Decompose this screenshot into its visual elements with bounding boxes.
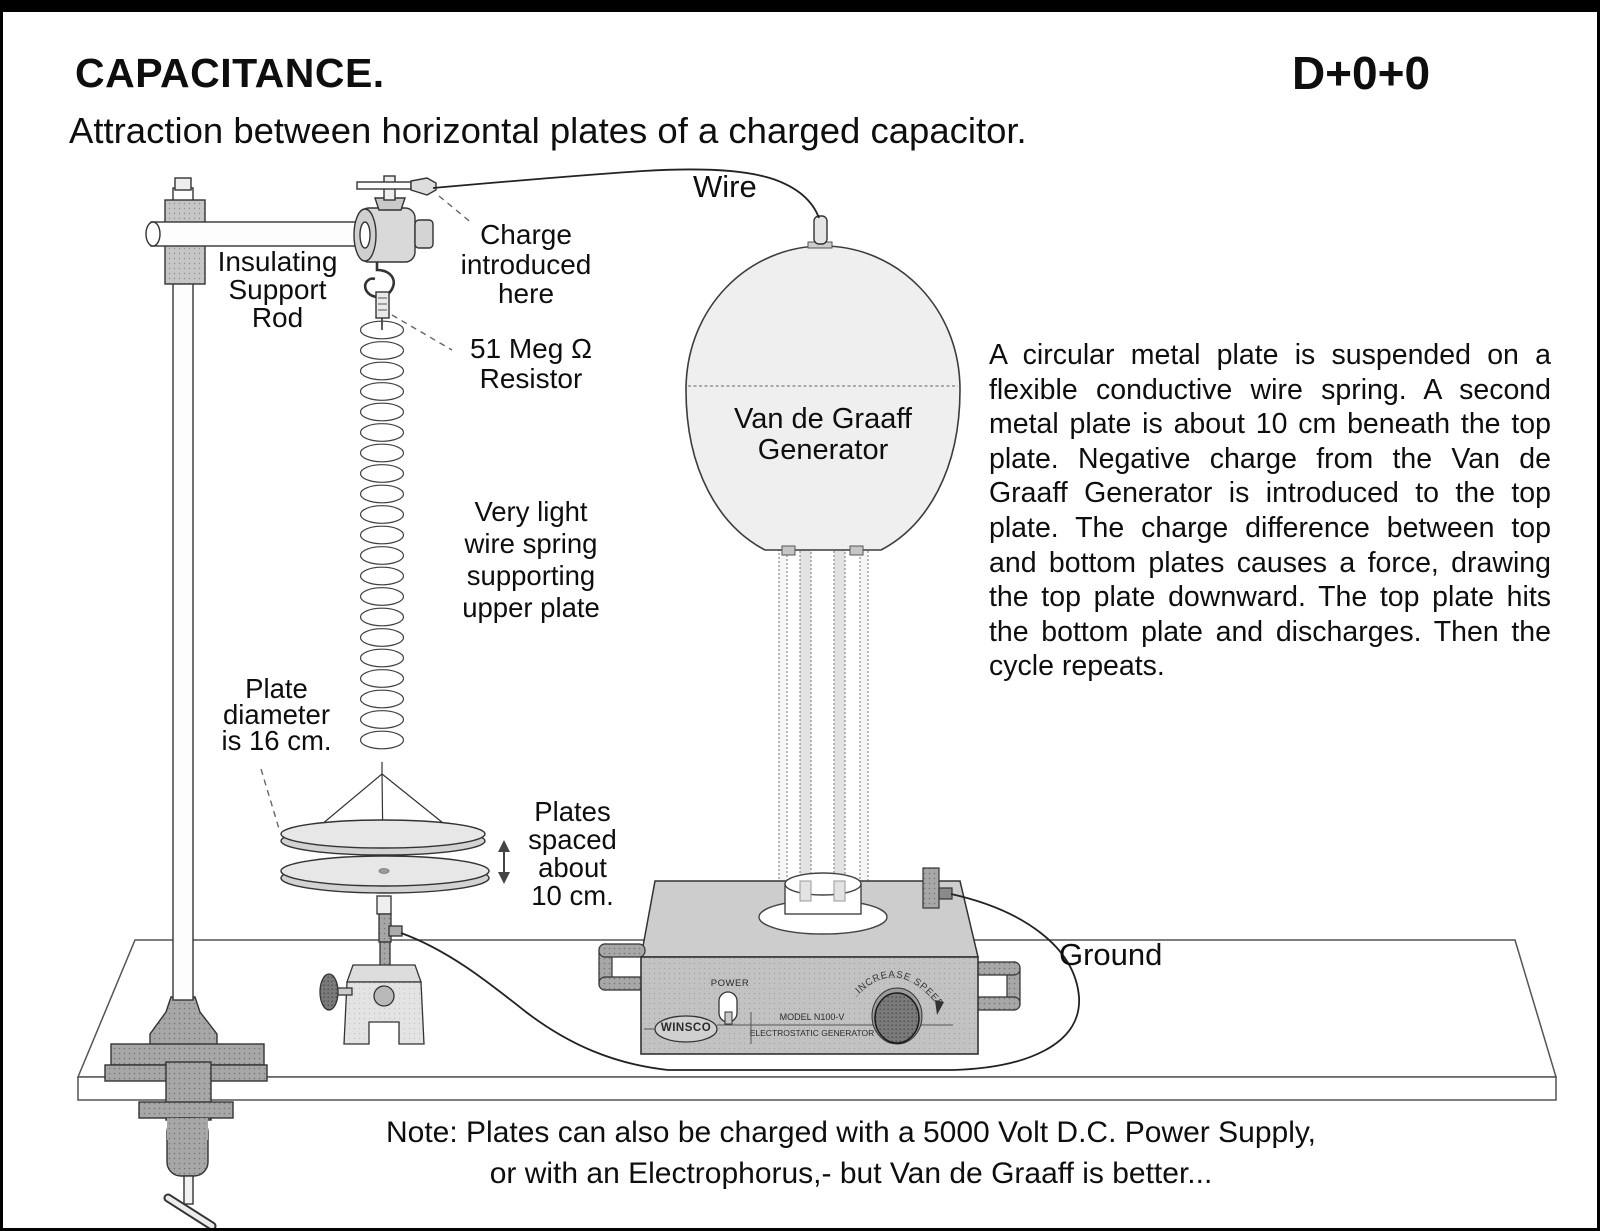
brand-oval	[654, 1015, 718, 1043]
spring-mount	[353, 175, 437, 330]
generator-handle-right	[973, 961, 1021, 1011]
page-title: CAPACITANCE.	[75, 50, 385, 96]
plate-spacing-arrow	[498, 840, 510, 884]
van-de-graaff-generator: INCREASE SPEED	[598, 215, 1021, 1055]
charge-point-label: Charge introduced here	[460, 219, 592, 309]
support-rod-label: Insulating Support Rod	[217, 246, 338, 333]
stand-knob	[319, 973, 339, 1011]
speed-arrowhead	[935, 1000, 944, 1015]
wires	[400, 168, 1080, 1071]
bottom-plate	[280, 855, 490, 894]
charging-wire	[432, 168, 820, 219]
wire-clip	[410, 177, 437, 196]
top-plate	[280, 819, 486, 856]
plate-spacing-label: Plates spaced about 10 cm.	[528, 796, 617, 911]
generator-handle-left	[598, 943, 646, 991]
resistor-label: 51 Meg Ω Resistor	[469, 333, 593, 394]
device-type-label: ELECTROSTATIC GENERATOR	[749, 1028, 875, 1038]
apparatus-diagram: INCREASE SPEED	[76, 168, 1558, 1228]
vertical-rod	[172, 187, 194, 1001]
support-stand	[104, 177, 364, 1228]
generator-label: Van de Graaff Generator	[734, 403, 912, 466]
model-label: MODEL N100-V	[779, 1012, 845, 1022]
resistor	[375, 291, 390, 319]
description-paragraph: A circular metal plate is suspended on a…	[989, 339, 1551, 683]
clamp-screw	[183, 1175, 194, 1205]
demo-code: D+0+0	[1291, 47, 1431, 99]
ground-wire	[400, 893, 1080, 1071]
ground-terminal	[388, 925, 403, 937]
spring-label: Very light wire spring supporting upper …	[462, 496, 600, 623]
plate-stand	[319, 895, 425, 1045]
generator-sphere	[685, 245, 961, 551]
wire-label: Wire	[693, 169, 757, 204]
footer-note: Note: Plates can also be charged with a …	[386, 1116, 1316, 1190]
horizontal-rod	[150, 221, 364, 247]
speed-knob	[874, 992, 920, 1044]
brand-label: WINSCO	[660, 1022, 712, 1034]
plate-diameter-label: Plate diameter is 16 cm.	[221, 673, 332, 756]
page-subtitle: Attraction between horizontal plates of …	[69, 110, 1027, 151]
power-label: POWER	[710, 978, 750, 989]
ground-label: Ground	[1059, 937, 1163, 972]
output-terminal	[922, 867, 940, 909]
leader-lines	[260, 195, 474, 833]
wire-spring	[359, 320, 405, 750]
